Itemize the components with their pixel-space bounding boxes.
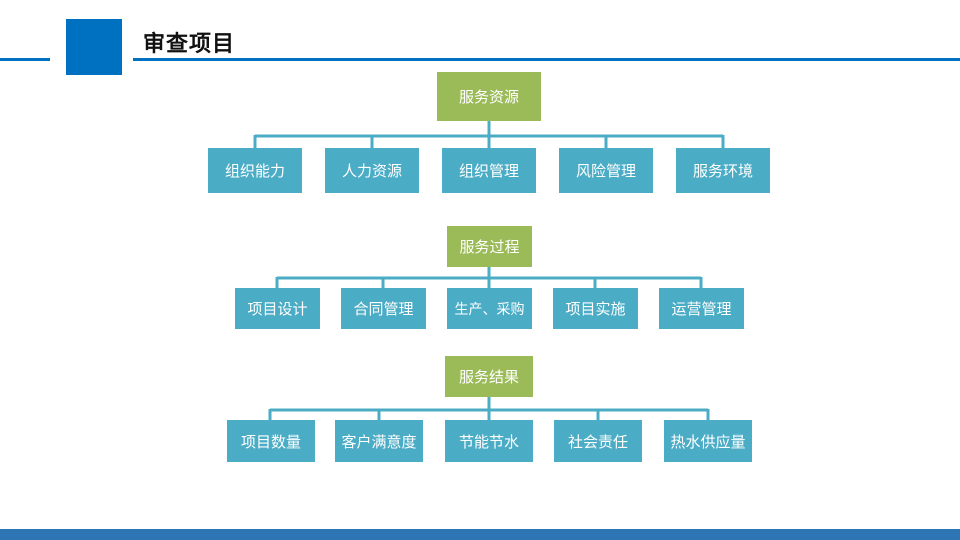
child-node: 节能节水 [445,420,533,462]
connectors-group-1 [253,121,725,148]
root-node-service-resources: 服务资源 [437,72,541,121]
root-node-service-process: 服务过程 [447,226,532,267]
header-accent-square [66,19,122,75]
child-node: 组织管理 [442,148,536,193]
child-node: 组织能力 [208,148,302,193]
child-node: 项目设计 [235,288,320,329]
child-node: 客户满意度 [335,420,423,462]
child-node: 服务环境 [676,148,770,193]
header-underline [133,58,960,61]
child-node: 人力资源 [325,148,419,193]
connectors-group-2 [275,267,703,288]
child-node: 运营管理 [659,288,744,329]
header-left-line [0,58,50,61]
slide-title: 审查项目 [143,32,236,57]
child-node: 项目数量 [227,420,315,462]
footer-bar [0,529,960,540]
child-node: 社会责任 [554,420,642,462]
root-node-service-results: 服务结果 [445,356,533,397]
child-node: 合同管理 [341,288,426,329]
connectors-group-3 [268,397,710,420]
child-node: 生产、采购 [447,288,532,329]
child-node: 热水供应量 [664,420,752,462]
child-node: 项目实施 [553,288,638,329]
child-node: 风险管理 [559,148,653,193]
